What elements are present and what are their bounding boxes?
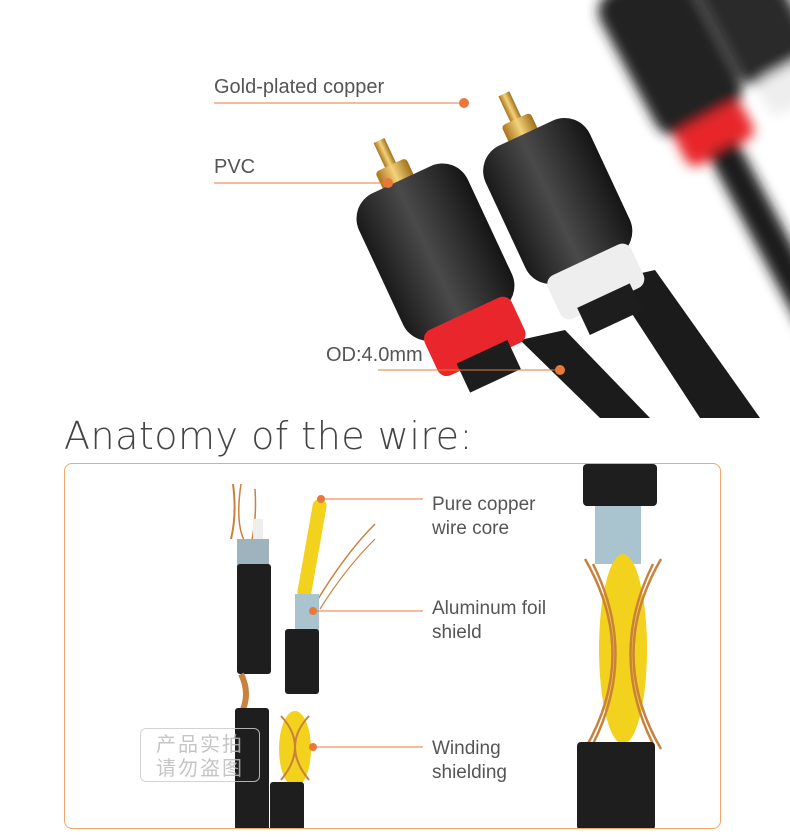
cable-right bbox=[610, 270, 760, 418]
pure-copper-core-label: Pure copper wire core bbox=[432, 494, 536, 539]
pvc-label: PVC bbox=[214, 156, 256, 178]
od-callout-dot bbox=[555, 365, 565, 375]
aluminum-foil-label: Aluminum foil shield bbox=[432, 598, 547, 643]
foil-callout-dot bbox=[309, 607, 317, 615]
wire-sample-1 bbox=[230, 483, 271, 828]
wire-sample-2 bbox=[270, 499, 376, 828]
gold-callout-dot bbox=[459, 98, 469, 108]
pvc-callout-dot bbox=[383, 178, 393, 188]
wire-closeup bbox=[577, 464, 663, 828]
winding-callout-dot bbox=[309, 743, 317, 751]
background-plugs bbox=[598, 0, 790, 332]
watermark-stamp: 产品实拍 请勿盗图 bbox=[140, 728, 260, 782]
wire-anatomy-illustration bbox=[230, 464, 663, 828]
cable-left bbox=[520, 330, 650, 418]
rca-plugs-illustration bbox=[214, 0, 790, 418]
anatomy-panel: Pure copper wire core Aluminum foil shie… bbox=[64, 463, 721, 829]
plug-right bbox=[483, 91, 645, 336]
winding-shielding-label: Winding shielding bbox=[432, 738, 507, 783]
product-photo: Gold-plated copper PVC OD:4.0mm bbox=[0, 0, 790, 418]
section-heading: Anatomy of the wire: bbox=[64, 414, 473, 458]
plug-left bbox=[356, 137, 526, 393]
outer-diameter-label: OD:4.0mm bbox=[326, 344, 423, 366]
gold-plated-label: Gold-plated copper bbox=[214, 76, 385, 98]
core-callout-dot bbox=[317, 495, 325, 503]
